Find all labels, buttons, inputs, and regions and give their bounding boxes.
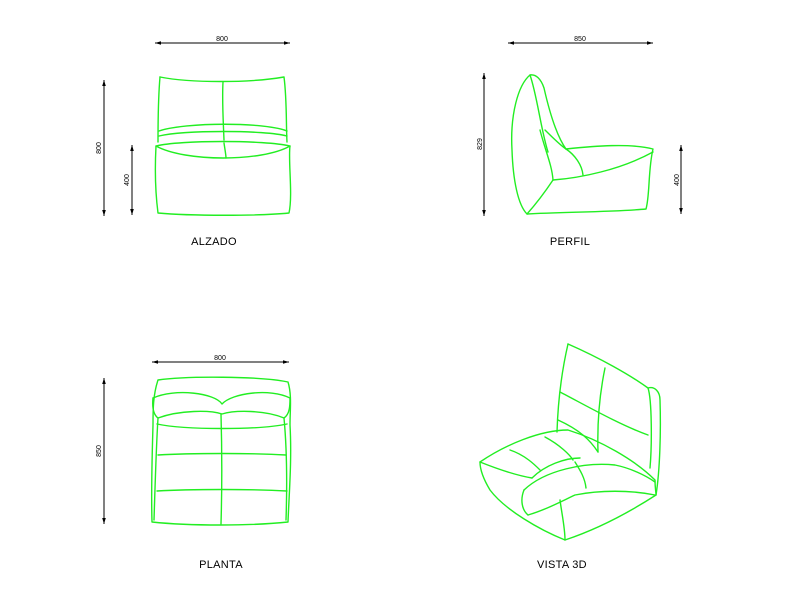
planta-view: 800 850 PLANTA xyxy=(96,355,292,571)
perfil-seat-height-dimension: 400 xyxy=(674,145,683,214)
planta-width-dimension: 800 xyxy=(152,355,289,364)
vista-3d-sofa-outline xyxy=(479,343,662,541)
perfil-seat-height-value: 400 xyxy=(674,174,681,186)
perfil-depth-dimension: 850 xyxy=(508,36,653,45)
alzado-height-dimension: 800 xyxy=(96,80,106,216)
alzado-seat-height-dimension: 400 xyxy=(124,145,134,215)
alzado-height-value: 800 xyxy=(96,142,103,154)
vista-3d-view: VISTA 3D xyxy=(479,343,662,571)
perfil-depth-value: 850 xyxy=(574,36,586,43)
planta-label: PLANTA xyxy=(199,559,243,571)
perfil-height-value: 829 xyxy=(477,138,484,150)
planta-sofa-outline xyxy=(150,376,292,526)
alzado-sofa-outline xyxy=(154,76,292,216)
alzado-width-value: 800 xyxy=(216,36,228,43)
perfil-view: 850 829 400 PERFIL xyxy=(477,36,683,248)
planta-depth-dimension: 850 xyxy=(96,378,106,524)
perfil-label: PERFIL xyxy=(550,236,590,248)
planta-width-value: 800 xyxy=(214,355,226,362)
alzado-view: 800 800 400 ALZADO xyxy=(96,36,292,248)
alzado-seat-height-value: 400 xyxy=(124,174,131,186)
perfil-sofa-outline xyxy=(510,74,654,215)
alzado-label: ALZADO xyxy=(191,236,237,248)
planta-depth-value: 850 xyxy=(96,445,103,457)
vista-3d-label: VISTA 3D xyxy=(537,559,587,571)
perfil-height-dimension: 829 xyxy=(477,73,486,216)
alzado-width-dimension: 800 xyxy=(155,36,290,45)
